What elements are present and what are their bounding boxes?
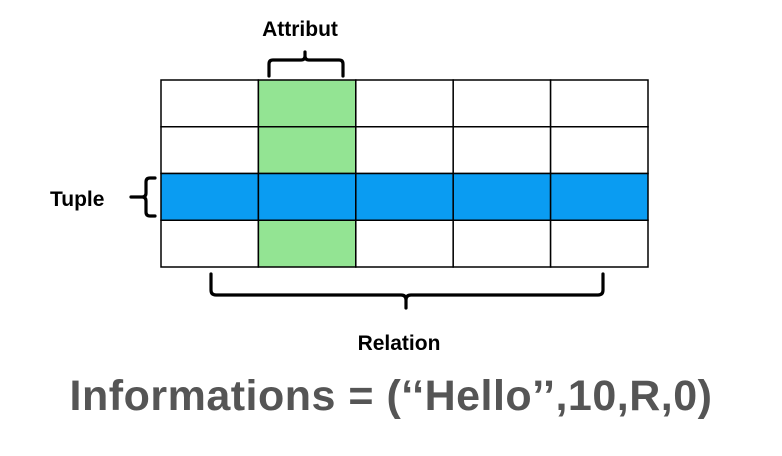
- attribute-brace: [267, 50, 345, 78]
- table-cell-r3-c3: [355, 172, 454, 221]
- attribute-label: Attribut: [262, 18, 338, 41]
- formula-text: Informations = (‘‘Hello’’,10,R,0): [69, 372, 713, 420]
- relation-diagram: Attribut Tuple Relation: [50, 18, 649, 355]
- table-cell-r2-c5: [549, 126, 649, 175]
- table-cell-r3-c5: [549, 172, 649, 221]
- table-cell-r3-c2: [257, 172, 357, 221]
- table-cell-r1-c3: [355, 79, 454, 128]
- relation-label: Relation: [358, 332, 441, 355]
- table-cell-r4-c3: [355, 219, 454, 268]
- table-cell-r3-c1: [160, 172, 260, 221]
- tuple-brace: [129, 176, 157, 218]
- relation-table: [160, 79, 649, 268]
- table-cell-r2-c3: [355, 126, 454, 175]
- table-cell-r2-c1: [160, 126, 260, 175]
- table-cell-r4-c4: [452, 219, 552, 268]
- table-cell-r4-c1: [160, 219, 260, 268]
- relation-brace: [209, 272, 605, 310]
- table-cell-r1-c5: [549, 79, 649, 128]
- table-cell-r1-c1: [160, 79, 260, 128]
- table-cell-r2-c2: [257, 126, 357, 175]
- tuple-label: Tuple: [50, 188, 104, 211]
- table-cell-r3-c4: [452, 172, 552, 221]
- table-cell-r4-c2: [257, 219, 357, 268]
- table-cell-r4-c5: [549, 219, 649, 268]
- table-cell-r1-c2: [257, 79, 357, 128]
- table-cell-r1-c4: [452, 79, 552, 128]
- table-cell-r2-c4: [452, 126, 552, 175]
